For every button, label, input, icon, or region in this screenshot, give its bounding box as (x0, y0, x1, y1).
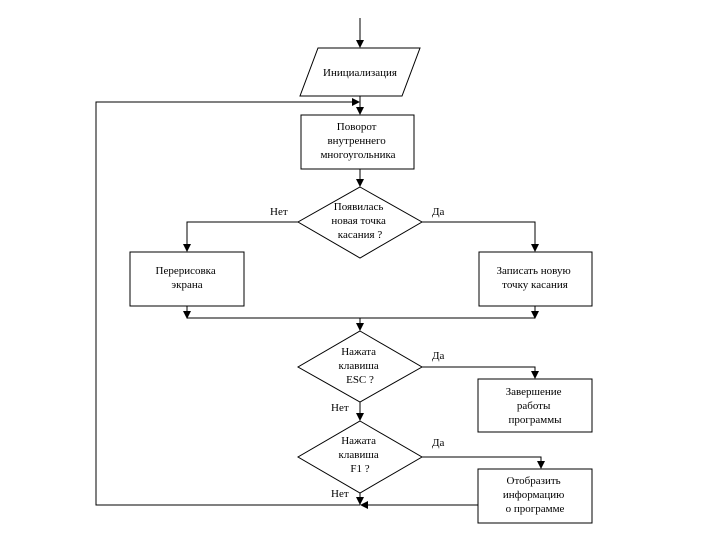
edge-label-no: Нет (331, 488, 349, 500)
arrowhead (360, 501, 368, 509)
esc-yes-connector (422, 366, 536, 378)
process-box (477, 378, 593, 433)
node-info: Отобразить информацию о программе (477, 468, 593, 524)
decision-diamond (297, 420, 423, 494)
decision-diamond (296, 330, 424, 403)
arrowhead (531, 371, 539, 379)
edge-label-no: Нет (331, 402, 349, 414)
node-label: Поворот внутреннего многоугольника (320, 121, 395, 161)
arrowhead (352, 98, 360, 106)
arrowhead (356, 179, 364, 187)
f1-yes-connector (422, 456, 542, 468)
process-box (300, 114, 415, 170)
arrowhead (531, 311, 539, 319)
touch-no-connector (186, 221, 298, 251)
node-label: Отобразить информацию о программе (503, 475, 567, 515)
arrowhead (183, 244, 191, 252)
edge-labels: Нет Да Да Нет Да Нет (270, 206, 445, 500)
edge-label-no: Нет (270, 206, 288, 218)
arrowhead (183, 311, 191, 319)
edge-label-yes: Да (432, 437, 445, 449)
arrowhead (537, 461, 545, 469)
node-init: Инициализация (299, 47, 421, 97)
arrowhead (356, 497, 364, 505)
arrowhead (356, 413, 364, 421)
edge-label-yes: Да (432, 350, 445, 362)
node-label: Инициализация (323, 67, 397, 79)
node-redraw: Перерисовка экрана (129, 251, 245, 307)
arrowhead (356, 40, 364, 48)
node-esc-decision: Нажата клавиша ESC ? (296, 330, 424, 403)
touch-yes-connector (422, 221, 536, 251)
process-box (477, 468, 593, 524)
process-box (478, 251, 593, 307)
node-label: Завершение работы программы (506, 386, 565, 426)
node-finish: Завершение работы программы (477, 378, 593, 433)
node-rotate: Поворот внутреннего многоугольника (300, 114, 415, 170)
node-f1-decision: Нажата клавиша F1 ? (297, 420, 423, 494)
edge-label-yes: Да (432, 206, 445, 218)
process-box (129, 251, 245, 307)
loop-back-connector (95, 101, 360, 506)
node-label: Перерисовка экрана (156, 265, 219, 291)
node-label: Появилась новая точка касания ? (331, 201, 388, 241)
node-label: Нажата клавиша ESC ? (339, 346, 382, 386)
decision-diamond (296, 186, 424, 259)
node-label: Записать новую точку касания (497, 265, 574, 291)
io-parallelogram (299, 47, 421, 97)
connectors (95, 18, 545, 509)
arrowhead (531, 244, 539, 252)
arrowhead (356, 107, 364, 115)
arrowhead (356, 323, 364, 331)
node-record: Записать новую точку касания (478, 251, 593, 307)
node-label: Нажата клавиша F1 ? (339, 435, 382, 475)
node-touch-decision: Появилась новая точка касания ? (296, 186, 424, 259)
